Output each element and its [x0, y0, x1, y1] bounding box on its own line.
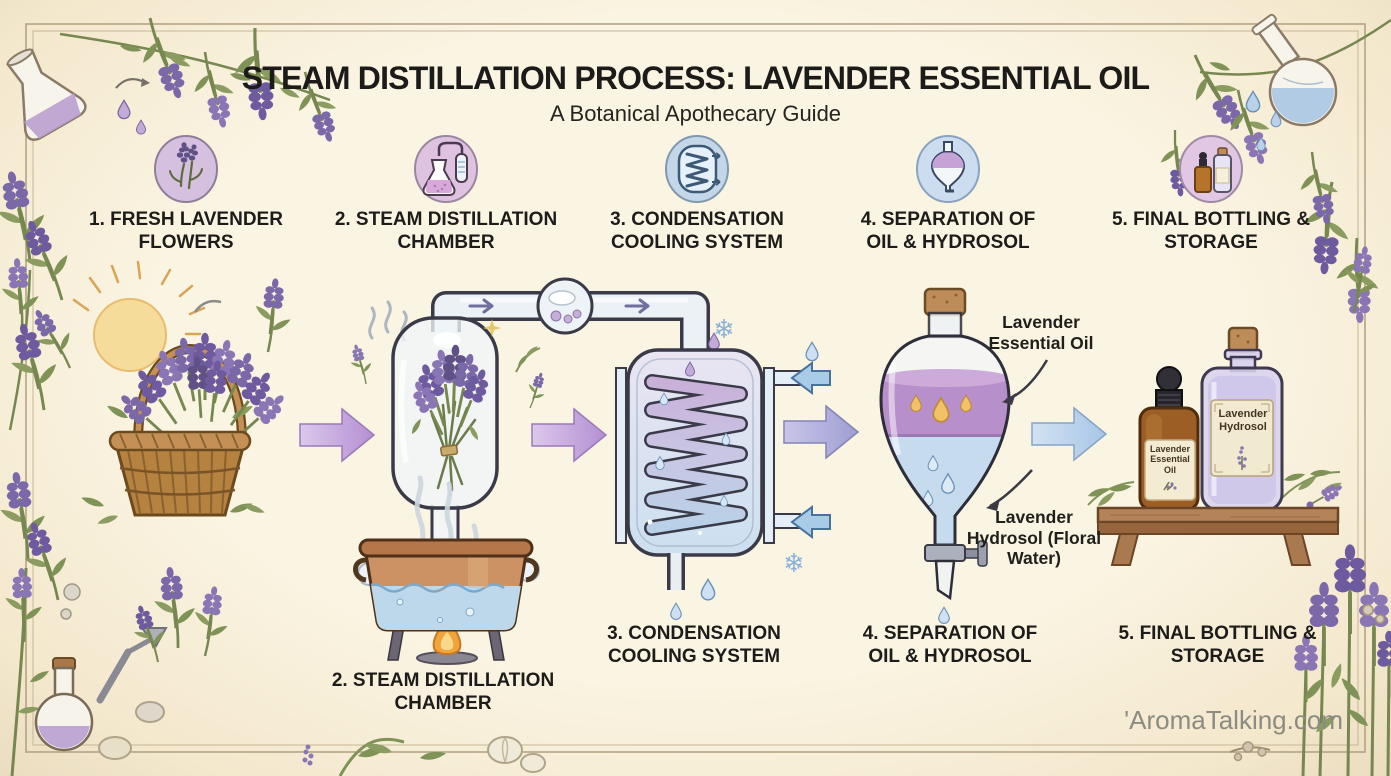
- lavender-sprigs-below-basket: [125, 565, 234, 667]
- sun-icon: [72, 260, 206, 372]
- distillation-chamber: [391, 316, 499, 545]
- distillation-flask-icon: [414, 135, 478, 203]
- curl-decoration: [193, 299, 222, 313]
- step-5-header: 5. FINAL BOTTLING & STORAGE: [1071, 134, 1351, 254]
- annotation-arrows: [986, 359, 1049, 511]
- lavender-sprig-right-of-basket: [249, 276, 296, 354]
- droplets-decoration-top-left: [115, 77, 150, 135]
- apothecary-decoration-bottom-left: [34, 583, 168, 760]
- flame-icon: [432, 616, 462, 655]
- cork-stopper: [923, 287, 967, 317]
- cold-water-inlet-arrow-bottom: [791, 506, 831, 538]
- herb-sprig-right: [521, 370, 551, 411]
- step-2-label: 2. STEAM DISTILLATION CHAMBER: [334, 209, 558, 254]
- process-arrow-3: [783, 405, 859, 459]
- step-2-bottom-label: 2. STEAM DISTILLATION CHAMBER: [331, 670, 555, 715]
- lavender-sprig-icon: [154, 135, 218, 203]
- process-arrow-2: [531, 408, 607, 462]
- step-4-bottom-label: 4. SEPARATION OF OIL & HYDROSOL: [862, 623, 1038, 668]
- lavender-basket: [80, 331, 292, 527]
- separating-funnel-icon: [916, 135, 980, 203]
- hydrosol-bottle-label: Lavender Hydrosol: [1218, 408, 1268, 434]
- step-5-label: 5. FINAL BOTTLING & STORAGE: [1111, 209, 1311, 254]
- step-3-label: 3. CONDENSATION COOLING SYSTEM: [610, 209, 784, 254]
- lavender-decoration-bottom-right: [1229, 544, 1391, 776]
- herb-sprig-left: [346, 342, 378, 387]
- step-4-label: 4. SEPARATION OF OIL & HYDROSOL: [860, 209, 1036, 254]
- condenser-coil-icon: [665, 135, 729, 203]
- essential-oil-annotation: Lavender Essential Oil: [988, 312, 1094, 353]
- flask-decoration-top-right: [1251, 13, 1338, 127]
- storage-bottles-icon: [1179, 135, 1243, 203]
- lavender-bundle: [405, 342, 496, 492]
- hydrosol-bottle: [1200, 326, 1284, 512]
- essential-oil-dropper-bottle: [1138, 366, 1200, 512]
- page-subtitle: A Botanical Apothecary Guide: [549, 101, 842, 126]
- pipe-vapor-bulb: [536, 277, 594, 335]
- botanical-decoration-bottom-center: [302, 736, 546, 776]
- step-1-header: 1. FRESH LAVENDER FLOWERS: [46, 134, 326, 254]
- snowflake-icon: ❄: [713, 315, 735, 345]
- lavender-decoration-bottom-left: [0, 469, 80, 776]
- snowflake-icon: ❄: [783, 549, 805, 579]
- step-3-bottom-label: 3. CONDENSATION COOLING SYSTEM: [607, 623, 781, 668]
- cold-water-inlet-arrow-top: [791, 362, 831, 394]
- process-arrow-4: [1031, 407, 1107, 461]
- boiling-pot: [353, 475, 540, 665]
- step-5-bottom-label: 5. FINAL BOTTLING & STORAGE: [1118, 623, 1317, 668]
- herb-leaves-right: [515, 344, 541, 373]
- watermark: 'AromaTalking.com: [1124, 705, 1343, 735]
- lavender-decoration-top-left: [0, 11, 348, 431]
- condenser-unit: ❄ ❄: [615, 315, 831, 620]
- step-4-header: 4. SEPARATION OF OIL & HYDROSOL: [808, 134, 1088, 254]
- page-title: STEAM DISTILLATION PROCESS: LAVENDER ESS…: [241, 60, 1150, 96]
- border-frame: [25, 23, 1366, 753]
- step-3-header: 3. CONDENSATION COOLING SYSTEM: [557, 134, 837, 254]
- step-1-label: 1. FRESH LAVENDER FLOWERS: [89, 209, 283, 254]
- storage-shelf: [1086, 326, 1347, 566]
- shelf-greenery-left: [1086, 481, 1135, 509]
- dropper-bottle-label: Lavender Essential Oil: [1149, 444, 1191, 475]
- step-2-header: 2. STEAM DISTILLATION CHAMBER: [306, 134, 586, 254]
- flask-decoration-top-left: [6, 48, 87, 141]
- hydrosol-annotation: Lavender Hydrosol (Floral Water): [966, 507, 1102, 569]
- process-arrow-1: [299, 408, 375, 462]
